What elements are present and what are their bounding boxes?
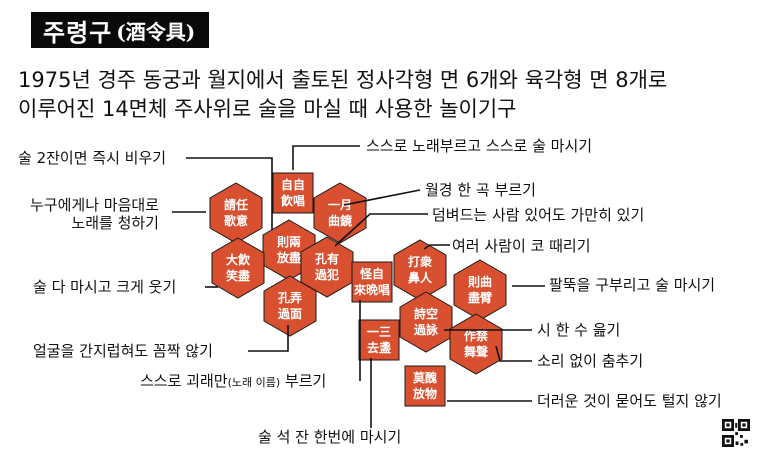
- dice-face-text: 去盞: [367, 340, 391, 355]
- title-box: 주령구 (酒令具): [31, 12, 210, 48]
- dice-faces: 自自飮唱請任歌意一月曲鏡則兩放盡大飮笑盡孔有過犯怪自來晩唱孔弄過面打衆鼻人則曲盡…: [209, 172, 507, 407]
- label-dirt-leave: 더러운 것이 묻어도 털지 않기: [537, 392, 722, 410]
- label-silent-dance: 소리 없이 춤추기: [537, 352, 644, 370]
- leader-line-r3: [334, 213, 428, 247]
- dice-face-text: 笑盡: [226, 268, 250, 283]
- dice-face-text: 作禁: [464, 328, 488, 343]
- label-three-cups: 술 석 잔 한번에 마시기: [258, 428, 402, 446]
- dice-face-text: 放物: [412, 386, 437, 401]
- dice-face-text: 過面: [277, 306, 302, 321]
- dice-face-text: 請任: [224, 197, 248, 212]
- label-recite-poem: 시 한 수 읊기: [537, 321, 621, 339]
- dice-face-text: 來晩唱: [354, 282, 390, 297]
- dice-face-text: 怪自: [359, 266, 384, 281]
- label-goeraeman: 스스로 괴래만(노래 이름) 부르기: [140, 372, 327, 390]
- dice-face-text: 一三: [367, 325, 391, 339]
- leader-lines: [172, 145, 545, 428]
- label-stay-still: 덤벼드는 사람 있어도 가만히 있기: [432, 206, 645, 224]
- qr-code-icon: [722, 419, 750, 447]
- label-bend-arm: 팔뚝을 구부리고 술 마시기: [549, 276, 716, 294]
- title-hanja: (酒令具): [116, 19, 196, 44]
- label-wolgyeong-song: 월경 한 곡 부르기: [425, 181, 536, 199]
- label-ask-song: 누구에게나 마음대로 노래를 청하기: [30, 196, 159, 232]
- dice-face-text: 盡臂: [468, 290, 492, 305]
- dice-face-text: 過詠: [413, 322, 439, 337]
- dice-face-text: 一月: [328, 198, 352, 212]
- leader-line-l1: [186, 157, 273, 230]
- dice-face-text: 歌意: [224, 213, 248, 228]
- leader-line-r4: [423, 244, 450, 250]
- label-drink-laugh: 술 다 마시고 크게 웃기: [33, 278, 177, 296]
- leader-line-r7: [495, 345, 532, 362]
- dice-face-text: 飮唱: [280, 193, 305, 208]
- dice-face-text: 則兩: [276, 234, 301, 249]
- dice-face-text: 孔有: [315, 251, 339, 266]
- dice-face-text: 打衆: [408, 254, 432, 269]
- description-line-2: 이루어진 14면체 주사위로 술을 마실 때 사용한 놀이기구: [18, 97, 517, 121]
- label-2-cups-empty: 술 2잔이면 즉시 비우기: [18, 149, 167, 167]
- description-line-1: 1975년 경주 동궁과 월지에서 출토된 정사각형 면 6개와 육각형 면 8…: [18, 68, 668, 92]
- dice-face-text: 放盡: [276, 250, 301, 265]
- dice-face-text: 自自: [281, 177, 305, 192]
- dice-face-text: 過犯: [314, 267, 339, 282]
- title-main: 주령구: [43, 18, 113, 47]
- label-sing-drink-self: 스스로 노래부르고 스스로 술 마시기: [366, 137, 593, 155]
- label-nose-hit: 여러 사람이 코 때리기: [452, 237, 591, 255]
- leader-line-r2: [343, 189, 421, 206]
- label-tickle-still: 얼굴을 간지럽혀도 꼼짝 않기: [33, 342, 213, 360]
- leader-line-l4: [248, 325, 289, 352]
- leader-line-r1: [292, 145, 360, 170]
- dice-face-text: 則曲: [467, 274, 492, 289]
- dice-face-text: 孔弄: [278, 291, 302, 305]
- dice-face-text: 大飮: [226, 252, 250, 267]
- dice-face-text: 莫醜: [413, 370, 437, 385]
- dice-face-text: 詩空: [414, 306, 438, 321]
- dice-face-text: 舞聲: [463, 344, 488, 359]
- dice-face-text: 鼻人: [408, 270, 433, 285]
- dice-face-text: 曲鏡: [328, 213, 352, 228]
